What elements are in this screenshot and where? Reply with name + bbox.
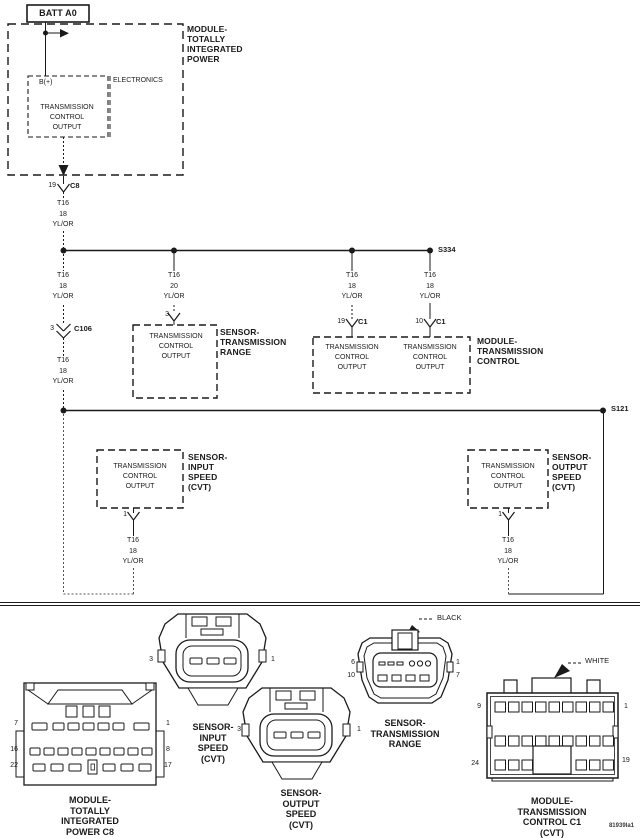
range-load-text: TRANSMISSION CONTROL OUTPUT (149, 333, 203, 360)
trans-range-conn-caption: SENSOR- TRANSMISSION RANGE (370, 718, 440, 749)
tcm-c1-pin-1: 1 (624, 703, 628, 710)
trans-range-sensor-box (132, 324, 218, 399)
trans-range-pin-1: 1 (456, 659, 460, 666)
wire-label-input-speed: T16 18 YL/OR (121, 536, 145, 568)
tipm-c8-pin-16: 16 (10, 746, 18, 753)
output-speed-conn-caption: SENSOR- OUTPUT SPEED (CVT) (280, 788, 322, 830)
electronics-label: ELECTRONICS (113, 77, 163, 84)
splice-dot (60, 247, 67, 254)
connector-view-trans-range (356, 629, 454, 704)
wire-label-branch-tcm-a: T16 18 YL/OR (340, 271, 364, 303)
tipm-c8-pin-17: 17 (164, 762, 172, 769)
input-speed-conn-caption: SENSOR- INPUT SPEED (CVT) (192, 722, 234, 764)
trans-range-color-tag: BLACK (437, 613, 462, 622)
splice-s334-dot (427, 247, 433, 254)
tipm-output-arrow-icon (58, 165, 69, 176)
wire-label-branch-tcm-b: T16 18 YL/OR (418, 271, 442, 303)
tipm-c8-pin-8: 8 (166, 746, 170, 753)
battery-label: BATT A0 (39, 8, 77, 18)
tcm-module-label: MODULE- TRANSMISSION CONTROL (477, 336, 544, 366)
tcm-pin19-fork-icon (345, 318, 359, 328)
tcm-load-text-b: TRANSMISSION CONTROL OUTPUT (403, 344, 457, 371)
tcm-load-text-a: TRANSMISSION CONTROL OUTPUT (325, 344, 379, 371)
white-callout-arrow-icon (554, 664, 570, 678)
tcm-c1-conn-caption: MODULE- TRANSMISSION CONTROL C1 (CVT) (517, 796, 587, 838)
callout-leader-lines (419, 618, 583, 664)
wire-label-output-speed: T16 18 YL/OR (496, 536, 520, 568)
splice-s334-label: S334 (438, 245, 456, 254)
input-speed-conn-pin-1: 1 (271, 656, 275, 663)
schematic-wiring (45, 22, 604, 595)
tcm-pin19-number: 19 (337, 318, 345, 325)
tcm-c1-pin-19: 19 (622, 757, 630, 764)
tipm-c8-pin-1: 1 (166, 720, 170, 727)
c8-connector-name: C8 (70, 181, 80, 190)
output-speed-pin-fork-icon (502, 511, 515, 521)
tipm-module-label: MODULE- TOTALLY INTEGRATED POWER (187, 24, 243, 64)
connector-view-tcm-c1 (486, 677, 619, 782)
output-speed-pin-number: 1 (498, 511, 502, 518)
tipm-electronics-box (27, 75, 109, 138)
tcm-module-box (312, 336, 471, 394)
document-id: 81939la1 (608, 823, 634, 829)
output-speed-conn-pin-1: 1 (357, 726, 361, 733)
battery-box (26, 4, 90, 23)
connector-view-input-speed (157, 613, 267, 706)
splice-s121-dot (600, 407, 606, 414)
tcm-c1b-connector-name: C1 (436, 317, 446, 326)
component-boxes (7, 4, 549, 509)
tcm-pin10-number: 10 (415, 318, 423, 325)
trans-range-pin-10: 10 (347, 672, 355, 679)
splice-dot (349, 247, 355, 254)
tcm-c1-pin-24: 24 (471, 760, 479, 767)
connector-view-output-speed (241, 687, 351, 780)
input-speed-pin-number: 1 (123, 511, 127, 518)
tipm-c8-pin-7: 7 (14, 720, 18, 727)
splice-dot (60, 407, 67, 414)
range-sensor-label: SENSOR- TRANSMISSION RANGE (220, 327, 287, 357)
tipm-load-text: TRANSMISSION CONTROL OUTPUT (40, 104, 94, 131)
tipm-module-box (7, 23, 184, 176)
inline-connector-icons (56, 183, 515, 521)
batt-branch-arrow-icon (60, 29, 69, 38)
c106-pin-number: 3 (50, 325, 54, 332)
c8-fork-icon (57, 183, 70, 193)
wire-label-c106-lower: T16 18 YL/OR (51, 356, 75, 388)
splice-dot (171, 247, 177, 254)
c106-connector-name: C106 (74, 324, 92, 333)
wire-label-branch-range: T16 20 YL/OR (162, 271, 186, 303)
input-speed-load-text: TRANSMISSION CONTROL OUTPUT (113, 463, 167, 490)
output-speed-load-text: TRANSMISSION CONTROL OUTPUT (481, 463, 535, 490)
c106-connector-icon (56, 323, 71, 339)
tcm-c1a-connector-name: C1 (358, 317, 368, 326)
tipm-c8-pin-22: 22 (10, 762, 18, 769)
output-speed-sensor-label: SENSOR- OUTPUT SPEED (CVT) (552, 452, 592, 492)
tipm-c8-caption: MODULE- TOTALLY INTEGRATED POWER C8 (61, 795, 119, 837)
input-speed-conn-pin-3: 3 (149, 656, 153, 663)
wire-label-c8: T16 18 YL/OR (51, 199, 75, 231)
splice-s121-label: S121 (611, 404, 629, 413)
b-plus-label: B(+) (39, 79, 53, 86)
tcm-c1-pin-9: 9 (477, 703, 481, 710)
batt-junction-dot (43, 30, 48, 36)
input-speed-sensor-box (96, 449, 184, 509)
input-speed-sensor-label: SENSOR- INPUT SPEED (CVT) (188, 452, 228, 492)
section-divider (0, 602, 640, 606)
tcm-pin10-fork-icon (423, 318, 437, 328)
input-speed-pin-fork-icon (127, 511, 140, 521)
output-speed-conn-pin-3: 3 (237, 726, 241, 733)
splice-dots (43, 30, 606, 414)
trans-range-pin-7: 7 (456, 672, 460, 679)
trans-range-pin-6: 6 (351, 659, 355, 666)
connector-view-tipm-c8 (15, 682, 165, 786)
wire-label-branch-c106: T16 18 YL/OR (51, 271, 75, 303)
range-pin-fork-icon (167, 312, 181, 322)
range-pin-number: 3 (165, 311, 169, 318)
tcm-c1-color-tag: WHITE (585, 656, 610, 665)
c8-pin-number: 19 (48, 182, 56, 189)
